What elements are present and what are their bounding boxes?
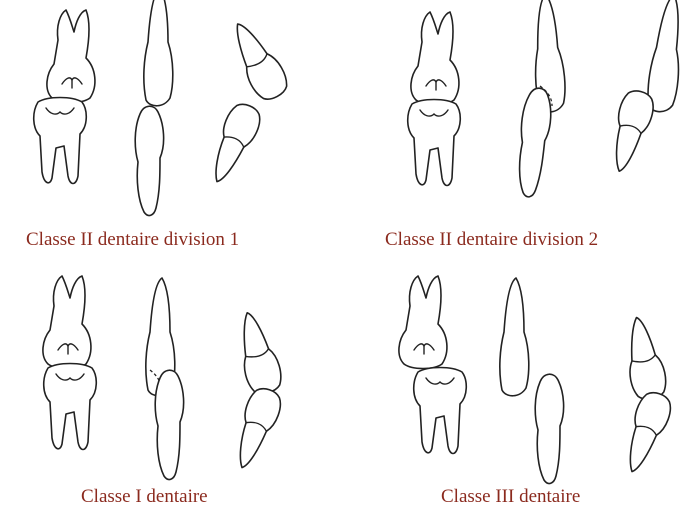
panel-class-ii-div2-teeth [408,0,687,198]
panel-class-iii-teeth [399,276,675,483]
caption-class-ii-div2: Classe II dentaire division 2 [385,229,598,251]
panel-class-ii-div1-teeth [34,0,293,215]
caption-class-i: Classe I dentaire [81,486,208,508]
caption-class-ii-div1: Classe II dentaire division 1 [26,229,239,251]
panel-class-i-teeth [43,276,285,479]
caption-class-iii: Classe III dentaire [441,486,580,508]
